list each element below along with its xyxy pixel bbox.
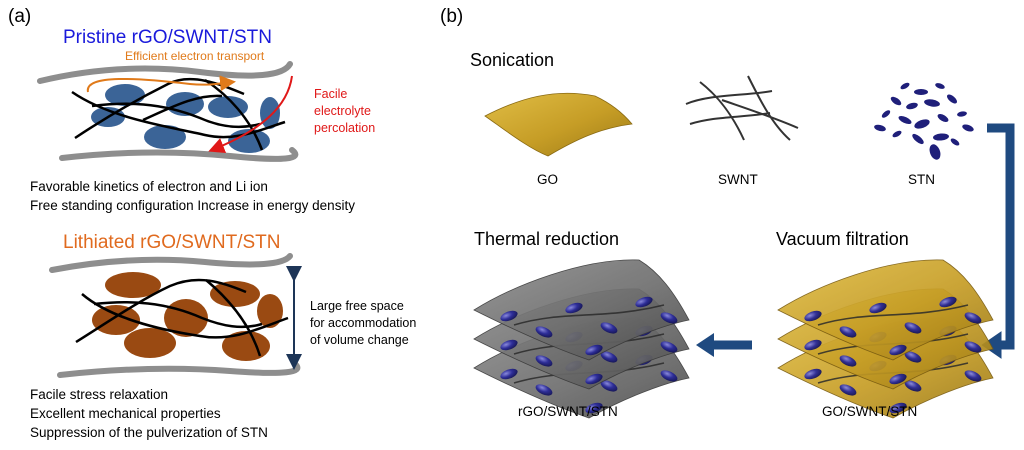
stn-label: STN [908, 172, 935, 187]
stn-particle [535, 384, 553, 396]
lithiated-title: Lithiated rGO/SWNT/STN [63, 232, 281, 253]
stn-particle [600, 322, 618, 334]
lithiated-description: Facile stress relaxation Excellent mecha… [30, 386, 268, 443]
go-sheet [484, 92, 633, 157]
top-graphene-sheet-lithiated [49, 253, 293, 273]
rgo-swnt-stn-stack [473, 259, 690, 419]
lithiated-desc-line-3: Suppression of the pulverization of STN [30, 424, 268, 440]
bottom-graphene-sheet [59, 147, 299, 162]
pristine-particles [91, 84, 280, 153]
lithiated-nanotubes [75, 278, 289, 357]
stn-particle [964, 312, 982, 324]
free-space-line-1: Large free space [310, 299, 404, 313]
stn-particle [660, 370, 678, 382]
free-space-line-2: for accommodation [310, 315, 417, 330]
stn-particle [660, 341, 678, 353]
electrolyte-line-3: percolation [314, 120, 376, 135]
stn-particle [889, 402, 907, 414]
lithiated-desc-line-1: Facile stress relaxation [30, 387, 169, 402]
lithiated-schematic [49, 253, 302, 378]
top-graphene-sheet [37, 61, 293, 84]
lithiated-particles [92, 272, 283, 361]
stn-particle [585, 344, 603, 356]
sonication-label: Sonication [470, 50, 555, 70]
stn-cluster [874, 82, 974, 160]
electron-transport-label: Efficient electron transport [125, 49, 265, 63]
swnt-tube [817, 304, 969, 326]
swnt-label: SWNT [718, 172, 758, 187]
vacuum-filtration-label: Vacuum filtration [776, 229, 909, 249]
stn-particle [889, 344, 907, 356]
lithiated-desc-line-2: Excellent mechanical properties [30, 405, 221, 421]
bracket-arrow [987, 123, 1015, 350]
panel-a-label: (a) [8, 6, 32, 27]
stn-particle [804, 368, 822, 380]
electrolyte-percolation-arrow [208, 75, 293, 153]
stn-particle [585, 402, 603, 414]
stn-particle [600, 380, 618, 392]
stn-particle [500, 310, 518, 322]
stn-particle [839, 326, 857, 338]
stn-particle [839, 355, 857, 367]
go-swnt-stn-stack [777, 259, 994, 419]
free-space-line-3: of volume change [310, 332, 409, 347]
stn-particle [535, 326, 553, 338]
bottom-graphene-sheet-lithiated [57, 361, 301, 378]
stn-particle [804, 339, 822, 351]
pristine-desc-line-1: Favorable kinetics of electron and Li io… [30, 179, 268, 194]
pristine-title: Pristine rGO/SWNT/STN [63, 27, 273, 48]
electrolyte-line-1: Facile [314, 87, 348, 101]
pristine-schematic [37, 61, 299, 162]
process-arrows [696, 123, 1015, 359]
left-arrow-head [696, 333, 714, 357]
stn-particle [565, 302, 583, 314]
stn-particle [804, 310, 822, 322]
electrolyte-percolation-note: Facile electrolyte percolation [314, 86, 404, 137]
pristine-desc-line-2: Free standing configuration Increase in … [30, 197, 355, 213]
thermal-reduction-label: Thermal reduction [474, 229, 620, 249]
bracket-arrow-head [981, 331, 1002, 359]
stn-particle [600, 351, 618, 363]
panel-b-label: (b) [440, 6, 464, 27]
stn-particle [535, 355, 553, 367]
go-product-label: GO/SWNT/STN [822, 404, 918, 419]
swnt-tube [513, 304, 665, 326]
free-space-note: Large free space for accommodation of vo… [310, 298, 416, 349]
stn-particle [889, 373, 907, 385]
composite-sheet [473, 259, 690, 361]
electrolyte-line-2: electrolyte [314, 103, 371, 118]
stn-particle [904, 322, 922, 334]
stn-particle [839, 384, 857, 396]
stn-particle [500, 339, 518, 351]
rgo-product-label: rGO/SWNT/STN [518, 404, 618, 419]
stn-particle [904, 380, 922, 392]
stn-particle [964, 370, 982, 382]
stn-particle [635, 296, 653, 308]
stn-particle [500, 368, 518, 380]
stn-particle [939, 296, 957, 308]
composite-sheet [777, 259, 994, 361]
pristine-description: Favorable kinetics of electron and Li io… [30, 178, 355, 216]
stn-particle [904, 351, 922, 363]
stn-particle [660, 312, 678, 324]
stn-particle [585, 373, 603, 385]
electron-transport-arrow [86, 75, 236, 93]
stn-particle [869, 302, 887, 314]
swnt-bundle [685, 75, 799, 141]
go-label: GO [537, 172, 559, 187]
stn-particle [964, 341, 982, 353]
